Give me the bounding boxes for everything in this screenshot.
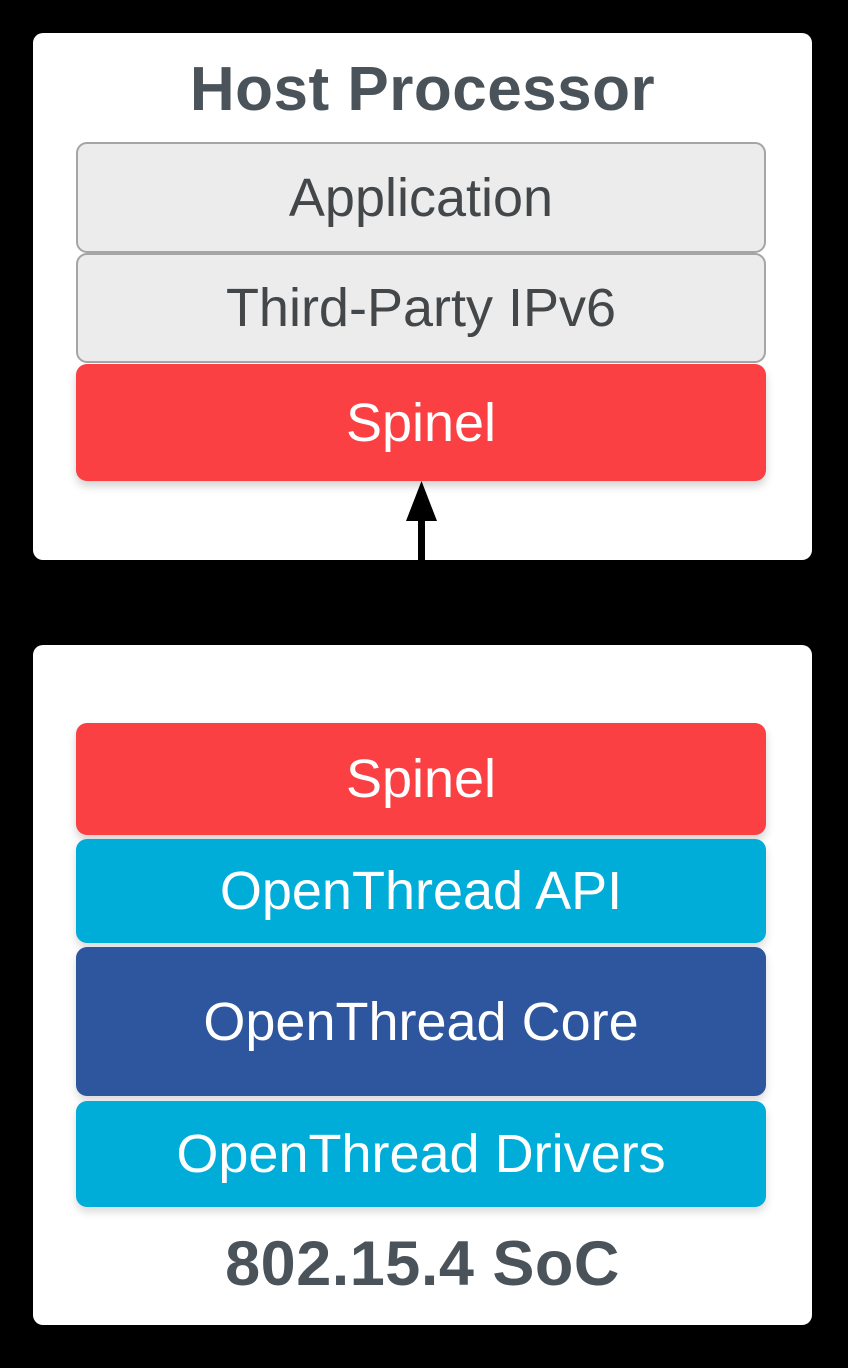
layer-label: OpenThread API [219,861,623,921]
layer-openthread-api: OpenThread API [76,839,766,943]
layer-label: Spinel [345,749,497,809]
host-processor-card: Host Processor Application Third-Party I… [33,33,812,560]
soc-card-title: 802.15.4 SoC [225,1229,620,1299]
layer-third-party-ipv6: Third-Party IPv6 [76,253,766,363]
layer-label: OpenThread Core [203,991,639,1052]
layer-application: Application [76,142,766,253]
arrow-shaft [418,510,425,692]
host-card-title: Host Processor [189,55,656,124]
layer-openthread-core: OpenThread Core [76,947,766,1096]
layer-label: Application [288,167,554,228]
layer-openthread-drivers: OpenThread Drivers [76,1101,766,1207]
arrow-head-up [406,481,437,521]
layer-label: Spinel [345,392,497,453]
layer-label: OpenThread Drivers [176,1124,666,1184]
layer-spinel-host: Spinel [76,364,766,481]
soc-card: Spinel OpenThread API OpenThread Core Op… [33,645,812,1325]
layer-spinel-soc: Spinel [76,723,766,835]
layer-label: Third-Party IPv6 [225,278,617,338]
